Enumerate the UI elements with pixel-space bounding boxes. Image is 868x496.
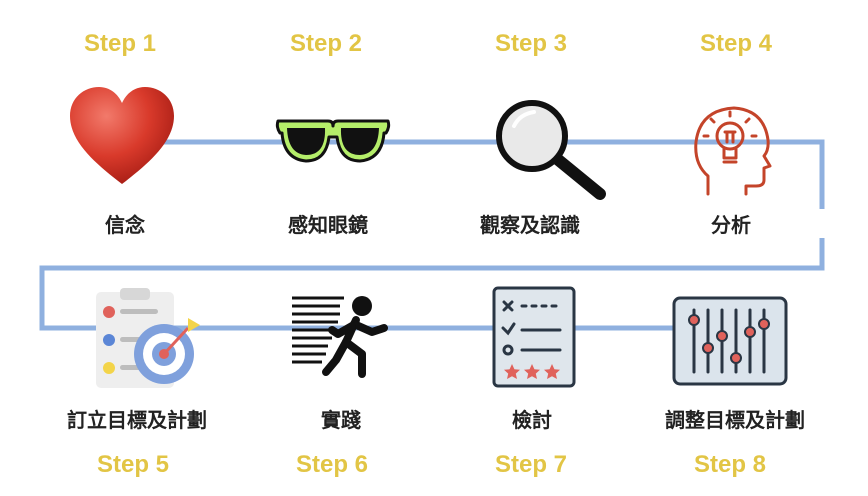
step-3-caption: 觀察及認識 bbox=[435, 209, 625, 238]
step-4-label: Step 4 bbox=[699, 30, 773, 57]
checklist-icon bbox=[492, 286, 576, 388]
step-7-label: Step 7 bbox=[494, 451, 568, 478]
step-1-label: Step 1 bbox=[83, 30, 157, 57]
step-5-label: Step 5 bbox=[96, 451, 170, 478]
heart-icon bbox=[70, 87, 174, 184]
step-8-label: Step 8 bbox=[693, 451, 767, 478]
step-2-caption: 感知眼鏡 bbox=[233, 209, 423, 238]
step-6-caption: 實踐 bbox=[246, 404, 436, 433]
step-6-label: Step 6 bbox=[295, 451, 369, 478]
step-1-caption: 信念 bbox=[30, 209, 220, 238]
head-lightbulb-icon bbox=[694, 106, 772, 196]
magnifier-icon bbox=[496, 100, 606, 200]
step-4-caption: 分析 bbox=[636, 209, 826, 238]
step-8-caption: 調整目標及計劃 bbox=[640, 404, 830, 433]
step-2-label: Step 2 bbox=[289, 30, 363, 57]
sunglasses-icon bbox=[275, 119, 391, 163]
running-man-icon bbox=[292, 296, 388, 378]
mixer-sliders-icon bbox=[672, 296, 788, 386]
step-5-caption: 訂立目標及計劃 bbox=[42, 404, 232, 433]
clipboard-target-icon bbox=[96, 288, 200, 388]
step-3-label: Step 3 bbox=[494, 30, 568, 57]
step-7-caption: 檢討 bbox=[437, 404, 627, 433]
